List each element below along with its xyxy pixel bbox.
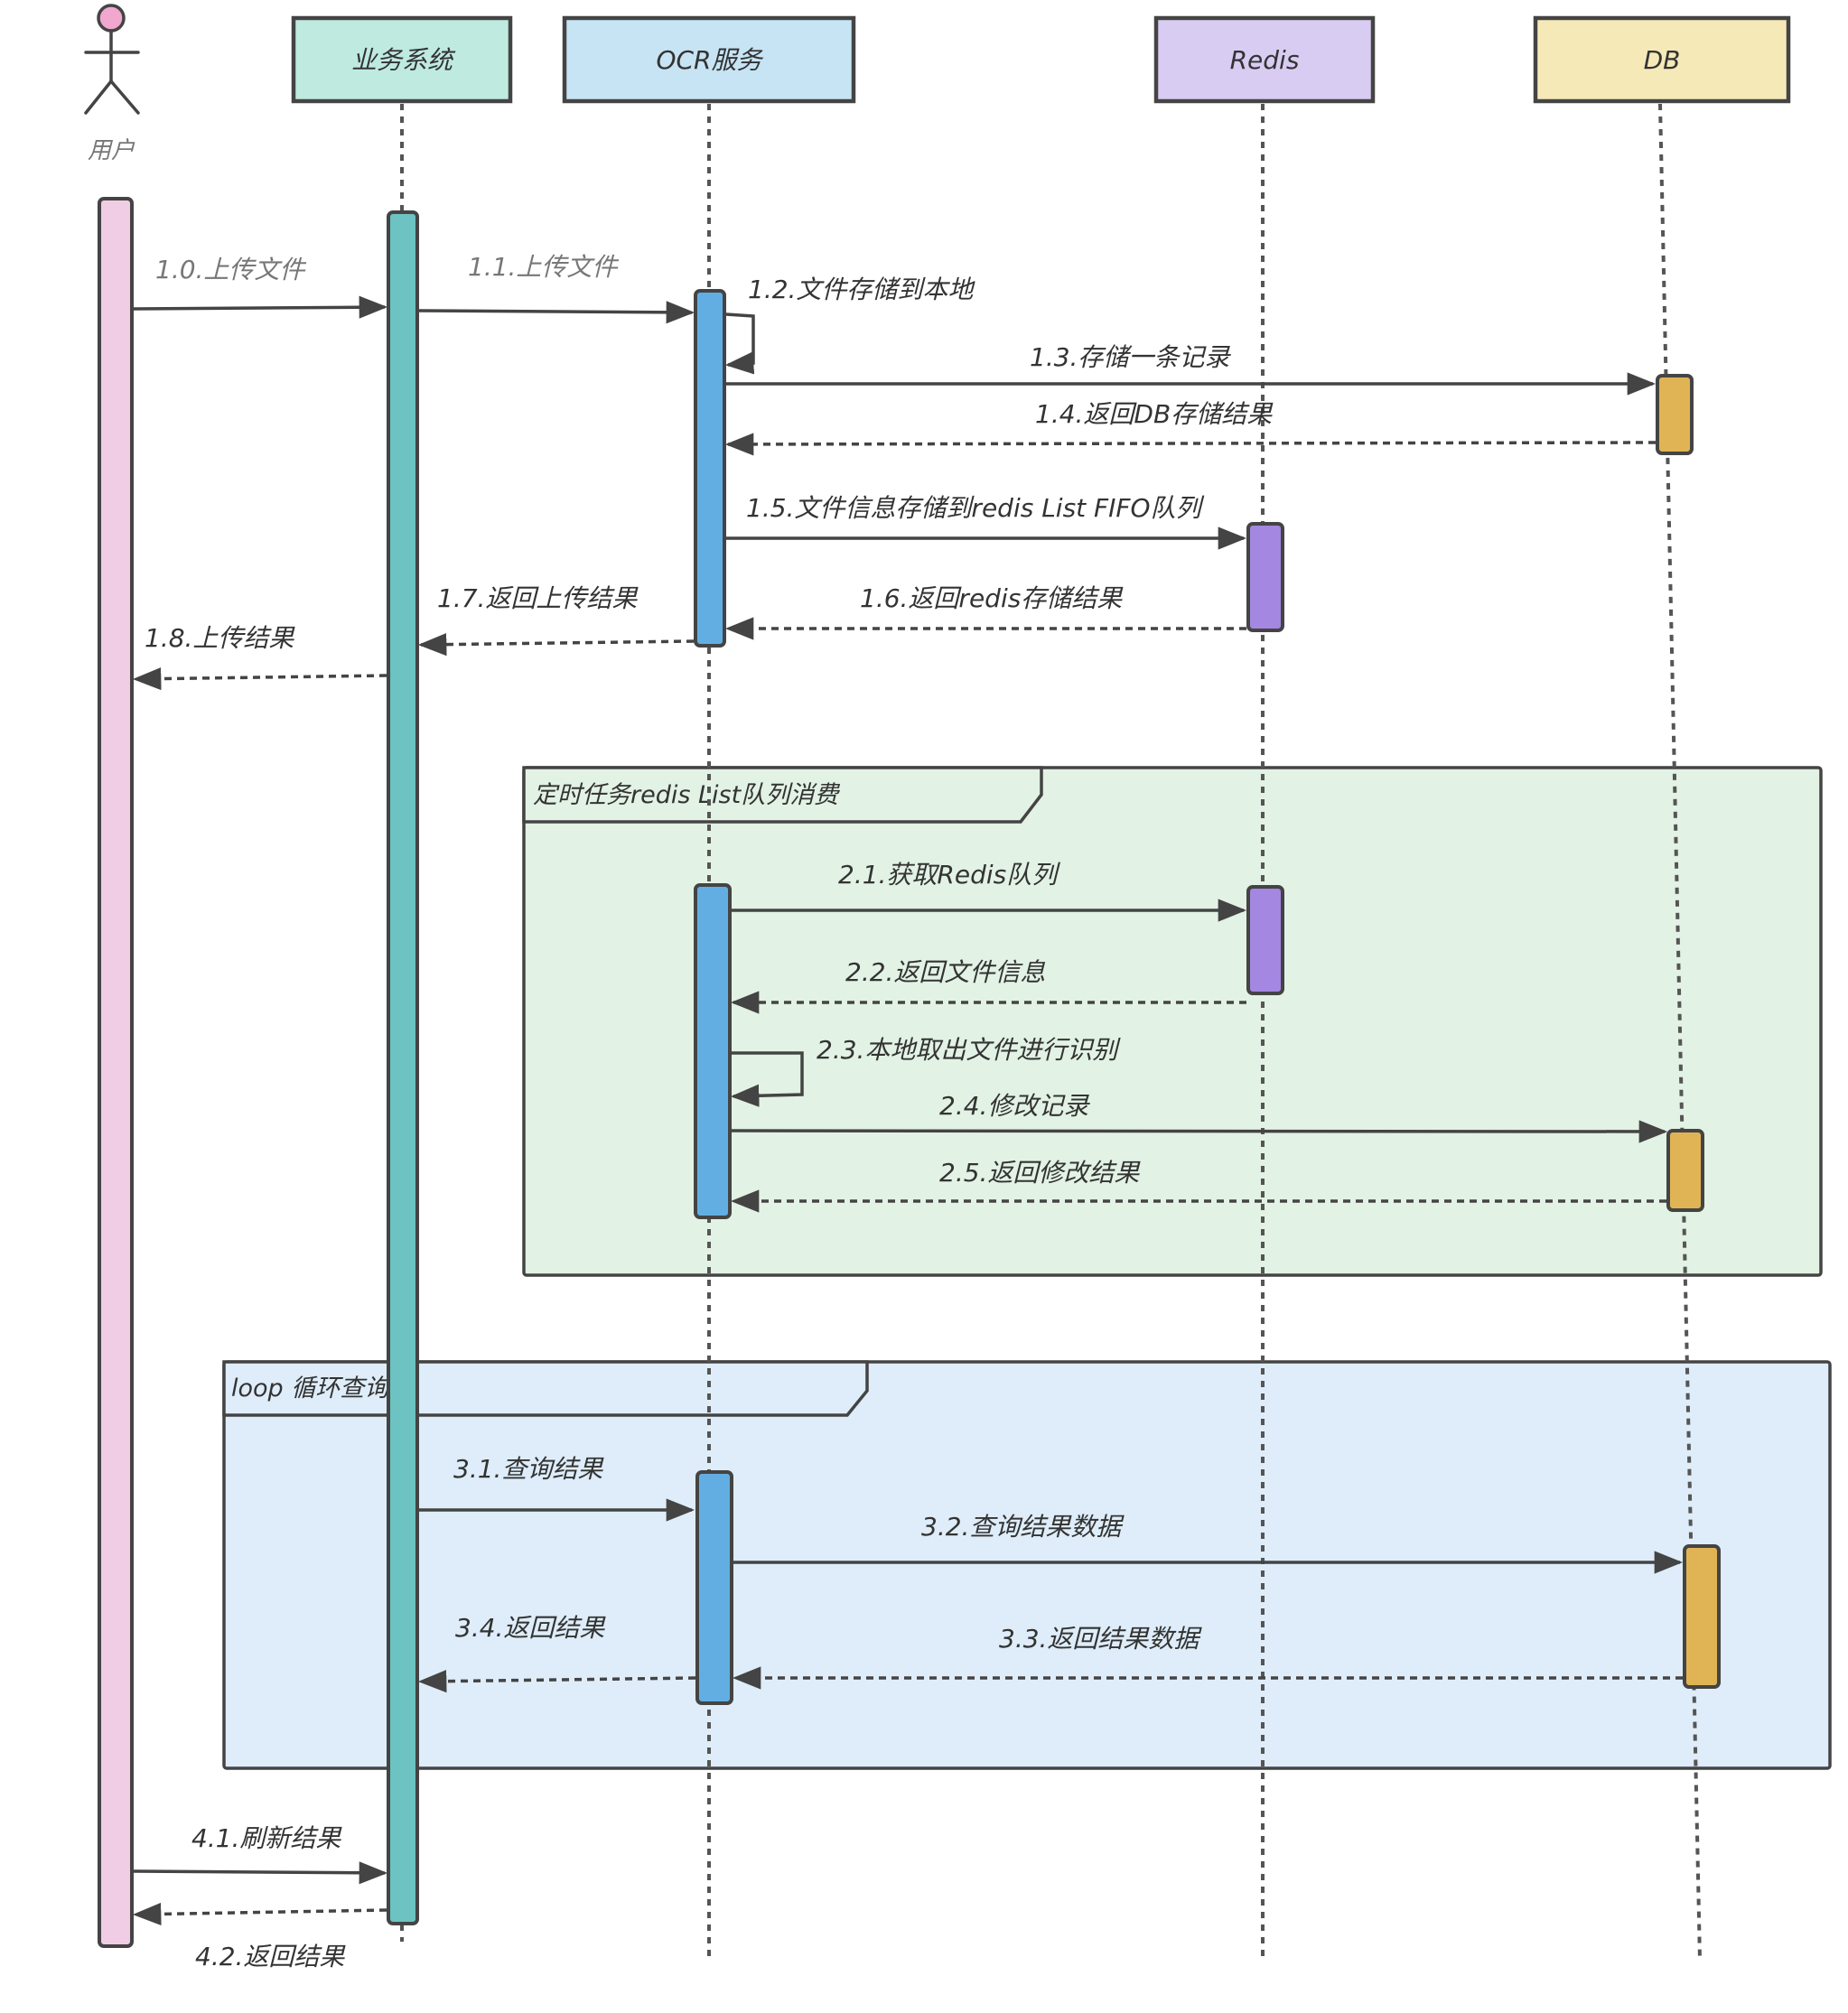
fragment-loop: loop 循环查询 (222, 1360, 1832, 1770)
activation-redis-2 (1246, 885, 1284, 995)
label-1-2: 1.2.文件存储到本地 (748, 275, 975, 304)
messages (132, 295, 1684, 1926)
arrow-2-4 (731, 1120, 1668, 1143)
fragment-loop-box (222, 1360, 1832, 1770)
label-2-3: 2.3.本地取出文件进行识别 (817, 1035, 1121, 1065)
label-3-3: 3.3.返回结果数据 (999, 1624, 1202, 1654)
stick-figure-icon (84, 4, 140, 115)
message-labels: 1.0.上传文件 1.1.上传文件 1.2.文件存储到本地 1.3.存储一条记录… (145, 252, 1274, 1971)
participant-user-label: 用户 (88, 137, 135, 164)
label-3-1: 3.1.查询结果 (453, 1454, 604, 1484)
participant-user: 用户 (84, 4, 140, 164)
activation-db-1 (1656, 374, 1694, 455)
label-3-4: 3.4.返回结果 (455, 1613, 606, 1643)
fragment-scheduled-label: 定时任务redis List队列消费 (533, 781, 840, 809)
label-1-0: 1.0.上传文件 (155, 255, 306, 284)
participant-business-label: 业务系统 (351, 45, 456, 75)
label-1-8: 1.8.上传结果 (145, 623, 295, 653)
label-4-1: 4.1.刷新结果 (191, 1823, 342, 1853)
activation-ocr-3 (695, 1470, 733, 1705)
participant-db-box (1533, 15, 1791, 104)
label-2-1: 2.1.获取Redis队列 (838, 860, 1060, 890)
participant-redis-box (1153, 15, 1376, 104)
arrow-1-4 (724, 433, 1657, 456)
activation-ocr-1 (694, 289, 726, 648)
activation-db-2 (1666, 1129, 1704, 1212)
participant-ocr-label: OCR服务 (656, 45, 763, 75)
label-1-7: 1.7.返回上传结果 (437, 583, 639, 613)
label-4-2: 4.2.返回结果 (195, 1942, 346, 1971)
activations (98, 197, 1721, 1948)
participant-redis-label: Redis (1230, 45, 1300, 75)
activation-business (387, 210, 419, 1925)
participant-ocr: OCR服务 (562, 15, 856, 104)
participant-business-box (291, 15, 513, 104)
label-3-2: 3.2.查询结果数据 (921, 1512, 1125, 1542)
label-2-4: 2.4.修改记录 (939, 1091, 1090, 1121)
fragment-scheduled-box (522, 766, 1823, 1277)
participant-db: DB (1533, 15, 1791, 104)
participant-ocr-box (562, 15, 856, 104)
arrow-2-3 (730, 1051, 804, 1107)
label-1-4: 1.4.返回DB存储结果 (1035, 399, 1274, 429)
fragment-scheduled-tab (522, 766, 1043, 824)
label-1-3: 1.3.存储一条记录 (1030, 342, 1231, 372)
label-1-5: 1.5.文件信息存储到redis List FIFO队列 (746, 493, 1205, 523)
arrow-1-0 (133, 295, 388, 319)
arrow-1-1 (418, 301, 695, 324)
arrow-3-4 (417, 1670, 696, 1693)
fragment-loop-tab (222, 1360, 869, 1417)
arrow-1-2 (724, 312, 755, 375)
activation-ocr-2 (694, 883, 732, 1219)
activation-user (98, 197, 134, 1948)
fragment-loop-label: loop 循环查询 (231, 1375, 392, 1403)
label-2-2: 2.2.返回文件信息 (845, 957, 1045, 987)
activation-db-3 (1683, 1544, 1721, 1689)
fragment-scheduled-task: 定时任务redis List队列消费 (522, 766, 1823, 1277)
arrow-1-8 (132, 666, 387, 691)
arrow-4-1 (133, 1861, 388, 1885)
participant-redis: Redis (1153, 15, 1376, 104)
arrow-1-7 (417, 633, 695, 657)
participant-db-label: DB (1644, 45, 1681, 75)
participant-business: 业务系统 (291, 15, 513, 104)
label-2-5: 2.5.返回修改结果 (939, 1158, 1141, 1188)
label-1-6: 1.6.返回redis存储结果 (860, 583, 1124, 613)
arrow-4-2 (132, 1902, 387, 1926)
label-1-1: 1.1.上传文件 (468, 252, 619, 282)
activation-redis-1 (1246, 522, 1284, 632)
